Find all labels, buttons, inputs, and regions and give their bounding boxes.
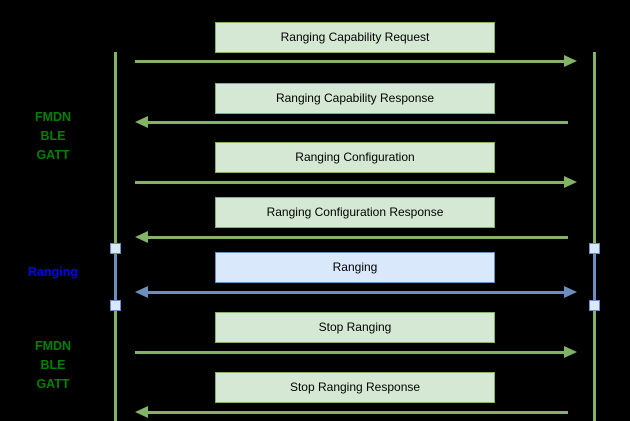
- arrow-line: [135, 350, 566, 354]
- arrow-line: [146, 290, 566, 294]
- left-lifeline: [114, 52, 117, 421]
- phase-label-ranging: Ranging: [28, 265, 78, 279]
- right-ranging-end-node: [588, 300, 600, 311]
- right-ranging-start-node: [588, 242, 600, 254]
- phase-label-fmdn-ble-gatt-top: FMDN BLE GATT: [34, 110, 72, 162]
- message-box-ranging: Ranging: [215, 252, 495, 283]
- phase-label-fmdn-ble-gatt-bottom: FMDN BLE GATT: [34, 339, 72, 391]
- message-box-ranging-capability-request: Ranging Capability Request: [215, 22, 495, 53]
- message-box-ranging-configuration-response: Ranging Configuration Response: [215, 197, 495, 228]
- arrowhead-left-icon: [135, 231, 148, 243]
- arrowhead-right-icon: [564, 55, 577, 67]
- arrow-line: [146, 235, 568, 239]
- message-box-stop-ranging: Stop Ranging: [215, 312, 495, 343]
- right-lifeline: [593, 52, 596, 421]
- arrowhead-right-icon: [564, 286, 577, 298]
- arrowhead-right-icon: [564, 176, 577, 188]
- message-box-stop-ranging-response: Stop Ranging Response: [215, 372, 495, 403]
- left-ranging-start-node: [109, 242, 121, 254]
- arrowhead-left-icon: [135, 286, 148, 298]
- arrow-line: [135, 180, 566, 184]
- arrow-line: [146, 120, 568, 124]
- right-lifeline-ranging-segment: [593, 248, 596, 306]
- arrowhead-right-icon: [564, 346, 577, 358]
- arrowhead-left-icon: [135, 116, 148, 128]
- left-lifeline-ranging-segment: [114, 248, 117, 306]
- message-box-ranging-capability-response: Ranging Capability Response: [215, 83, 495, 114]
- arrow-line: [135, 59, 566, 63]
- arrowhead-left-icon: [135, 406, 148, 418]
- arrow-line: [146, 410, 568, 414]
- message-box-ranging-configuration: Ranging Configuration: [215, 142, 495, 173]
- left-ranging-end-node: [109, 300, 121, 311]
